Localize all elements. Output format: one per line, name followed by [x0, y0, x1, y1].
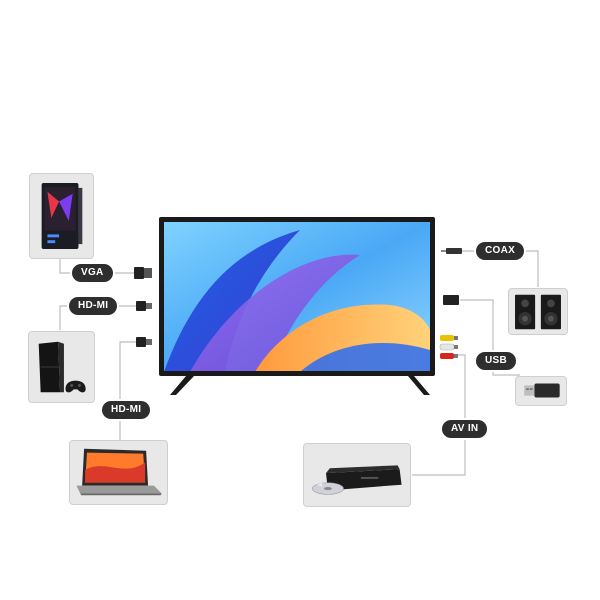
- hdmi-label-1: HD-MI: [69, 297, 118, 315]
- usb-cable-line: [460, 299, 520, 376]
- coax-label: COAX: [476, 242, 525, 260]
- usb-stick-icon: [524, 383, 560, 398]
- hdmi-1-connector: [136, 301, 152, 311]
- usb-stick-box: [515, 376, 567, 406]
- vga-label: VGA: [72, 264, 113, 282]
- av-in-label: AV IN: [442, 420, 488, 438]
- hdmi-2-cable-line: [119, 341, 140, 442]
- speakers-box: [508, 288, 568, 335]
- av-cable-line: [412, 354, 466, 476]
- television-icon: [159, 217, 435, 395]
- usb-label: USB: [476, 352, 517, 370]
- dvd-player-box: [303, 443, 411, 507]
- usb-connector: [443, 295, 459, 305]
- pc-tower-icon: [41, 183, 83, 249]
- vga-connector: [134, 267, 152, 279]
- hdmi-2-connector: [136, 337, 152, 347]
- coax-connector: [441, 248, 462, 254]
- pc-tower-box: [29, 173, 94, 259]
- dvd-player-icon: [312, 465, 402, 495]
- laptop-box: [69, 440, 168, 505]
- game-console-icon: [38, 341, 86, 393]
- speakers-icon: [515, 294, 561, 330]
- game-console-box: [28, 331, 95, 403]
- hdmi-label-2: HD-MI: [102, 401, 151, 419]
- av-connector: [439, 335, 458, 359]
- laptop-icon: [76, 448, 162, 496]
